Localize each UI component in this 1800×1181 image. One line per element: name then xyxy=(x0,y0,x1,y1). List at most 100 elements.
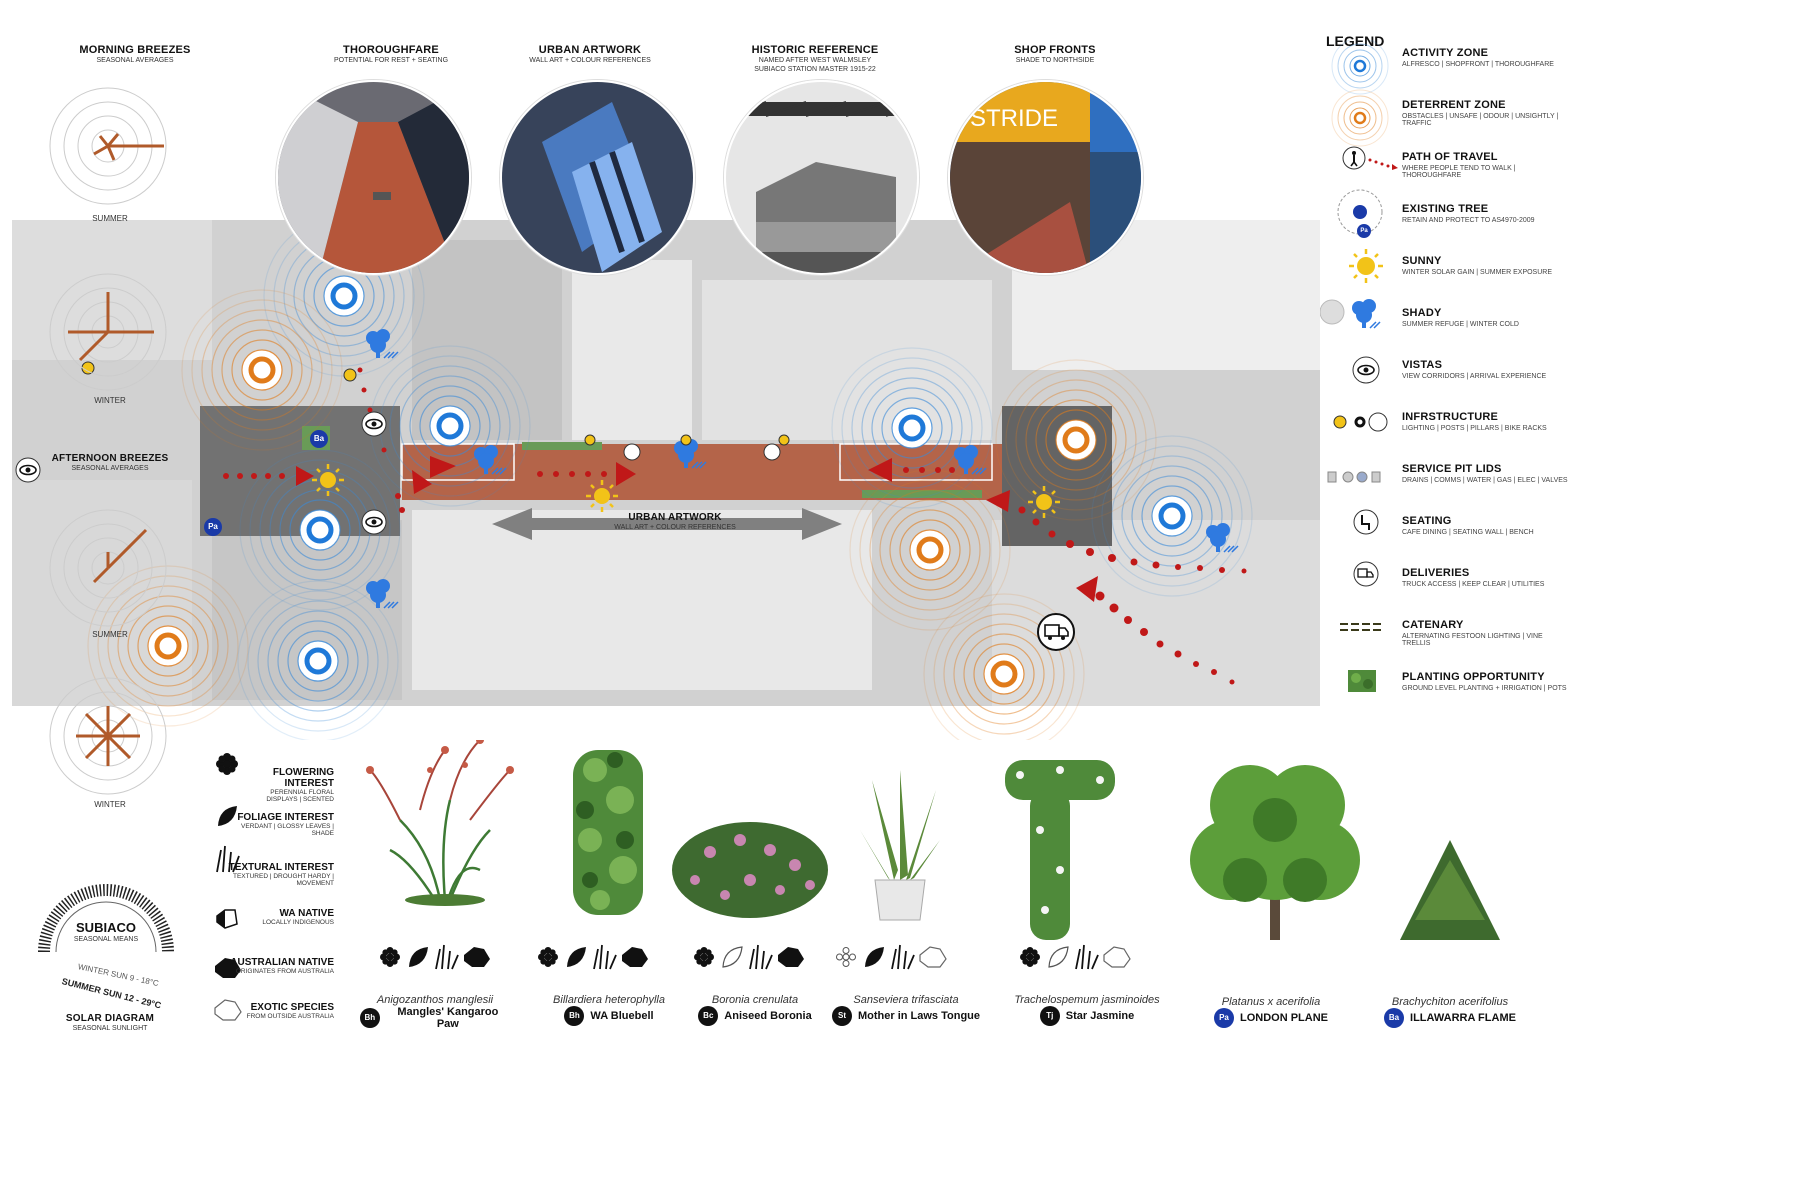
existing-tree-icon xyxy=(1337,189,1383,235)
solar-heading: SUBIACO SEASONAL MEANS xyxy=(73,920,139,943)
legend-heading: LEGEND xyxy=(1326,33,1385,49)
plan-overlay xyxy=(15,0,1320,740)
historic-reference-heading: HISTORIC REFERENCE NAMED AFTER WEST WALM… xyxy=(751,44,879,73)
shade-icon xyxy=(1320,299,1345,325)
solar-diagram-graphic xyxy=(38,884,174,953)
existing-tree-legend-badge: Pa xyxy=(1357,224,1371,238)
attributes-sansevieria xyxy=(836,944,947,970)
attributes-kangaroo-paw xyxy=(380,944,490,970)
sun-icon xyxy=(310,462,346,498)
planting-icon xyxy=(1348,670,1376,692)
breeze-diagrams xyxy=(49,87,167,795)
infrastructure-icon xyxy=(1333,412,1388,432)
existing-tree-badge: Ba xyxy=(310,430,328,448)
attributes-boronia xyxy=(694,944,804,970)
deterrent-zone-icon xyxy=(1331,89,1389,147)
thoroughfare-heading: THOROUGHFARE POTENTIAL FOR REST + SEATIN… xyxy=(333,44,449,64)
wa-map-icon xyxy=(216,909,238,929)
legend-icons xyxy=(1320,40,1398,692)
svg-text:STRIDE: STRIDE xyxy=(970,105,1058,132)
infrastructure-markers xyxy=(81,361,790,461)
plant-sansevieria: Sanseviera trifasciata St Mother in Laws… xyxy=(826,994,986,1026)
plant-star-jasmine: Trachelospemum jasminoides Tj Star Jasmi… xyxy=(1002,994,1172,1026)
leaf-icon xyxy=(218,806,237,826)
existing-tree-badge: Pa xyxy=(204,518,222,536)
boronia-illustration xyxy=(672,822,828,918)
attribute-icons xyxy=(214,753,242,1021)
afternoon-breezes-heading: AFTERNOON BREEZES SEASONAL AVERAGES xyxy=(51,453,169,472)
shop-fronts-heading: SHOP FRONTS SHADE TO NORTHSIDE xyxy=(1014,44,1096,64)
summer-label: SUMMER xyxy=(92,214,128,223)
seating-icon xyxy=(1353,509,1379,535)
aerial-plan-graphic xyxy=(12,220,1320,706)
thoroughfare-photo xyxy=(276,80,471,275)
solar-diagram-heading: SOLAR DIAGRAM SEASONAL SUNLIGHT xyxy=(65,1013,155,1032)
sun-icon xyxy=(1349,249,1383,283)
service-pit-icon xyxy=(1327,471,1381,483)
activity-zone xyxy=(238,581,398,740)
grass-icon xyxy=(216,845,240,873)
activity-zone xyxy=(370,346,530,506)
deterrent-zone xyxy=(182,290,342,450)
afternoon-summer-rose xyxy=(49,509,167,627)
shop-fronts-photo: STRIDE xyxy=(948,80,1143,275)
sun-icon xyxy=(584,478,620,514)
shade-icon xyxy=(365,328,399,359)
aerial-plan xyxy=(12,220,1320,706)
urban-artwork-heading: URBAN ARTWORK WALL ART + COLOUR REFERENC… xyxy=(529,44,651,64)
plant-illustrations xyxy=(366,740,1500,940)
plant-boronia: Boronia crenulata Bc Aniseed Boronia xyxy=(680,994,830,1026)
activity-zone xyxy=(1092,436,1252,596)
path-of-travel-icon xyxy=(1342,146,1398,170)
morning-breezes-heading: MORNING BREEZES SEASONAL AVERAGES xyxy=(79,44,191,64)
deterrent-zone xyxy=(996,360,1156,520)
attributes-star-jasmine xyxy=(1020,944,1131,970)
shade-icon xyxy=(365,578,399,609)
eye-icon xyxy=(361,509,387,535)
eye-icon xyxy=(1352,356,1380,384)
summer-label: SUMMER xyxy=(92,630,128,639)
catenary-icon xyxy=(1340,623,1382,631)
morning-summer-rose xyxy=(49,87,167,205)
plant-kangaroo-paw: Anigozanthos manglesii Bh Mangles' Kanga… xyxy=(360,994,510,1030)
london-plane-illustration xyxy=(1190,765,1360,940)
path-of-travel xyxy=(223,367,1247,685)
australia-map-icon xyxy=(215,958,241,978)
activity-zone xyxy=(832,348,992,508)
morning-winter-rose xyxy=(49,273,167,391)
plant-wa-bluebell: Billardiera heterophylla Bh WA Bluebell xyxy=(534,994,684,1026)
shade-icon xyxy=(473,444,507,475)
truck-icon xyxy=(1353,561,1379,587)
eye-icon xyxy=(361,411,387,437)
shade-icon xyxy=(1352,299,1381,329)
sun-icon xyxy=(1026,484,1062,520)
winter-label: WINTER xyxy=(94,396,126,405)
urban-artwork-plan-label: URBAN ARTWORK WALL ART + COLOUR REFERENC… xyxy=(614,512,736,531)
flower-icon xyxy=(216,753,238,775)
truck-icon xyxy=(1037,613,1075,651)
illawarra-flame-illustration xyxy=(1400,840,1500,940)
plant-illawarra-flame: Brachychiton acerifolius Ba ILLAWARRA FL… xyxy=(1370,996,1530,1028)
australia-outline-icon xyxy=(214,999,242,1021)
activity-zone-icon xyxy=(1331,40,1389,95)
attributes-wa-bluebell xyxy=(538,944,648,970)
urban-artwork-photo xyxy=(500,80,695,275)
